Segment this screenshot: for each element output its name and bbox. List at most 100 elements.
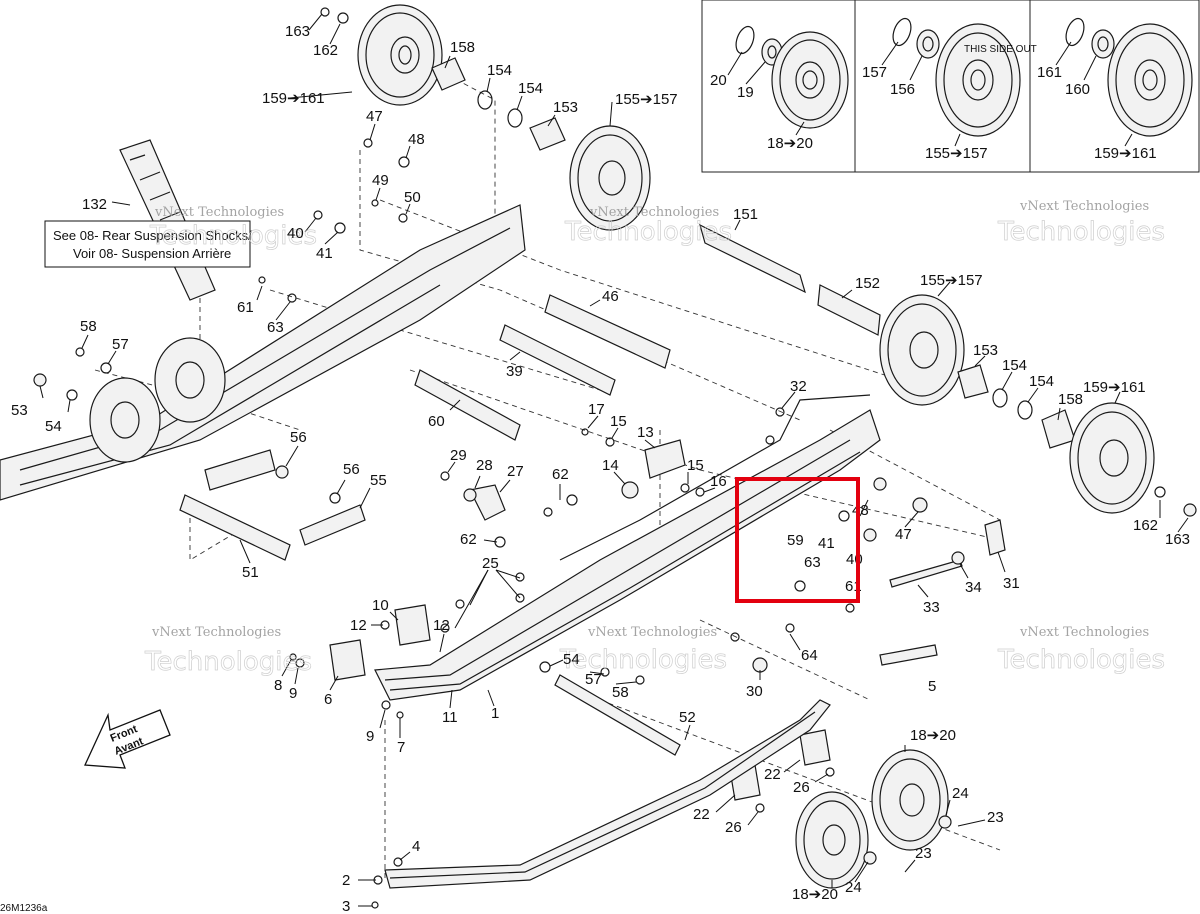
callout-56-b: 56 xyxy=(343,461,360,478)
callout-47: 47 xyxy=(366,108,383,125)
watermark-7: vNext Technologies xyxy=(151,625,281,640)
hardware-bolts xyxy=(33,7,1197,909)
callout-132: 132 xyxy=(82,196,107,213)
rear-shock-132 xyxy=(119,139,216,301)
callout-inset-19: 19 xyxy=(737,84,754,101)
callout-7: 7 xyxy=(397,739,405,756)
watermark-10: Technologies xyxy=(559,645,727,675)
bracket-56 xyxy=(204,449,276,491)
callout-10: 10 xyxy=(372,597,389,614)
bumper-10 xyxy=(394,604,431,646)
callout-inset-18-20: 18➔20 xyxy=(767,135,813,152)
callout-162: 162 xyxy=(313,42,338,59)
washer-154b xyxy=(507,108,523,128)
callout-57: 57 xyxy=(112,336,129,353)
watermark-2: Technologies xyxy=(149,221,317,251)
shaft-46 xyxy=(544,294,671,369)
callout-159-161-b: 159➔161 xyxy=(1083,379,1146,396)
callout-inset-156: 156 xyxy=(890,81,915,98)
idler-wheel-155-157-b xyxy=(879,294,965,406)
callout-25: 25 xyxy=(482,555,499,572)
callout-1: 1 xyxy=(491,705,499,722)
callout-62-b: 62 xyxy=(460,531,477,548)
watermark-8: Technologies xyxy=(144,647,312,677)
inset-wheel-assembly-159-161 xyxy=(1065,17,1193,137)
callout-151: 151 xyxy=(733,206,758,223)
block-31 xyxy=(984,519,1006,556)
callout-30: 30 xyxy=(746,683,763,700)
spacer-153b xyxy=(957,364,989,399)
stopper-27 xyxy=(469,484,506,521)
callout-6: 6 xyxy=(324,691,332,708)
slider-5 xyxy=(384,699,831,889)
shaft-60 xyxy=(414,369,521,441)
see-section-note: See 08- Rear Suspension Shocks/ Voir 08-… xyxy=(44,220,252,268)
callout-22-b: 22 xyxy=(693,806,710,823)
callout-41: 41 xyxy=(316,245,333,262)
callout-9: 9 xyxy=(289,685,297,702)
callout-24: 24 xyxy=(952,785,969,802)
callout-5: 5 xyxy=(928,678,936,695)
spacer-153 xyxy=(529,117,566,151)
callout-13: 13 xyxy=(637,424,654,441)
callout-inset-159-161: 159➔161 xyxy=(1094,145,1157,162)
callout-63-b: 63 xyxy=(804,554,821,571)
callout-8: 8 xyxy=(274,677,282,694)
bogie-wheels-left xyxy=(89,337,226,463)
spacer-152 xyxy=(817,284,881,336)
drawing-code: 26M1236a xyxy=(0,903,48,914)
shaft-51 xyxy=(179,494,291,561)
module-13 xyxy=(644,439,686,479)
callout-27: 27 xyxy=(507,463,524,480)
callout-48: 48 xyxy=(408,131,425,148)
callout-15: 15 xyxy=(610,413,627,430)
callout-57-b: 57 xyxy=(585,671,602,688)
watermark-4: Technologies xyxy=(564,217,732,247)
callout-154-d: 154 xyxy=(1029,373,1054,390)
main-rail-1 xyxy=(374,394,881,701)
watermark-12: Technologies xyxy=(997,645,1165,675)
callout-154: 154 xyxy=(487,62,512,79)
callout-34: 34 xyxy=(965,579,982,596)
watermark-3: vNext Technologies xyxy=(589,205,719,220)
callout-11: 11 xyxy=(442,709,458,726)
callout-58-b: 58 xyxy=(612,684,629,701)
callout-155-157: 155➔157 xyxy=(615,91,678,108)
callout-26-b: 26 xyxy=(725,819,742,836)
shaft-33 xyxy=(889,559,963,588)
callout-155-157-b: 155➔157 xyxy=(920,272,983,289)
bumper-6 xyxy=(329,639,366,681)
callout-61: 61 xyxy=(237,299,254,316)
watermark-9: vNext Technologies xyxy=(587,625,717,640)
watermarks: vNext Technologies Technologies vNext Te… xyxy=(144,199,1166,677)
callout-49: 49 xyxy=(372,172,389,189)
callout-158-b: 158 xyxy=(1058,391,1083,408)
axle-151 xyxy=(699,223,806,294)
callout-163-b: 163 xyxy=(1165,531,1190,548)
callout-12-b: 12 xyxy=(433,617,450,634)
lower-wheel-18-20-b xyxy=(795,791,869,889)
watermark-1: vNext Technologies xyxy=(154,205,284,220)
callout-54-b: 54 xyxy=(563,651,580,668)
callout-2: 2 xyxy=(342,872,350,889)
callout-17: 17 xyxy=(588,401,605,418)
callout-41-b: 41 xyxy=(818,535,835,552)
callout-163: 163 xyxy=(285,23,310,40)
washer-154c xyxy=(992,388,1008,408)
washer-154d xyxy=(1017,400,1033,420)
callout-54: 54 xyxy=(45,418,62,435)
callout-53: 53 xyxy=(11,402,28,419)
washer-154 xyxy=(477,90,493,110)
callout-62: 62 xyxy=(552,466,569,483)
inset-wheel-assembly-18-20 xyxy=(735,25,849,129)
slide-block-22a xyxy=(799,729,831,766)
label-5 xyxy=(879,644,938,666)
inset-wheel-assembly-155-157: THIS SIDE OUT xyxy=(892,17,1037,137)
shaft-39 xyxy=(499,324,616,396)
lower-wheel-18-20-a xyxy=(871,749,949,851)
front-direction-arrow: Front Avant xyxy=(84,709,171,769)
callout-55: 55 xyxy=(370,472,387,489)
callout-51: 51 xyxy=(242,564,259,581)
callout-23: 23 xyxy=(987,809,1004,826)
callout-56: 56 xyxy=(290,429,307,446)
